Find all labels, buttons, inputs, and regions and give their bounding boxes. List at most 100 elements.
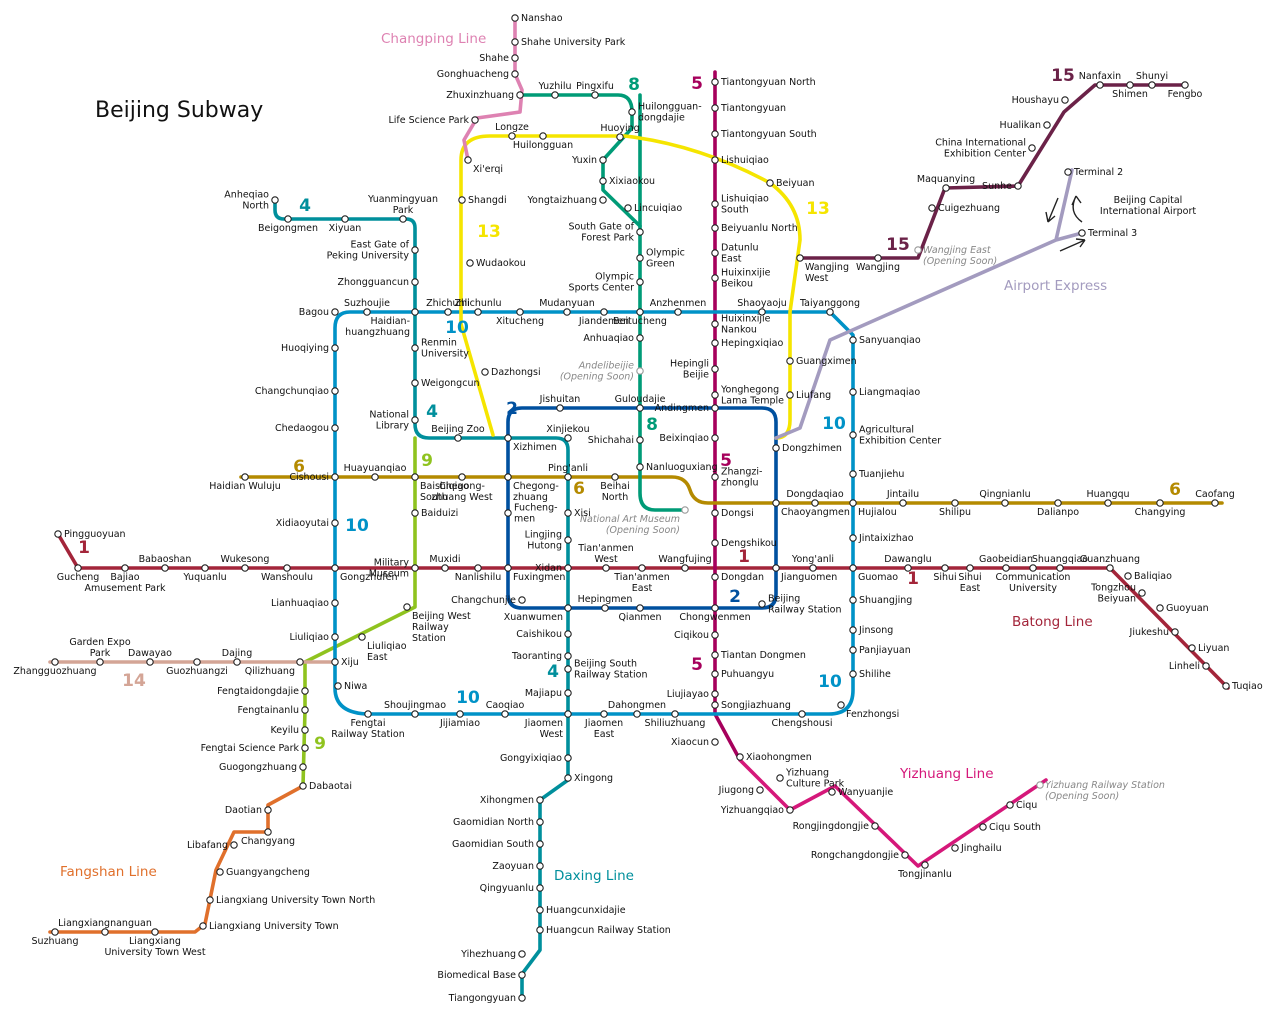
- station-wudaokou-marker[interactable]: [466, 259, 474, 267]
- station-gonghuacheng-marker[interactable]: [511, 70, 519, 78]
- station-xuanwumen-label[interactable]: Xuanwumen: [504, 612, 563, 623]
- station-jinsong-label[interactable]: Jinsong: [858, 625, 893, 636]
- station-zaoyuan-label[interactable]: Zaoyuan: [492, 861, 534, 872]
- station-huixinnk-marker[interactable]: [711, 320, 719, 328]
- station-liufang-label[interactable]: Liufang: [796, 390, 831, 401]
- station-niwa-marker[interactable]: [334, 682, 342, 690]
- station-beiyuan-label[interactable]: Beiyuan: [776, 178, 815, 189]
- station-sunhe-marker[interactable]: [1014, 182, 1022, 190]
- station-terminal2-label[interactable]: Terminal 2: [1073, 167, 1123, 178]
- station-changchunqiao-label[interactable]: Changchunqiao: [255, 386, 329, 397]
- station-qingnianlu-label[interactable]: Qingnianlu: [979, 489, 1030, 500]
- station-huangcunxidajie-label[interactable]: Huangcunxidajie: [546, 905, 626, 916]
- station-cishousi-marker[interactable]: [331, 473, 339, 481]
- station-fenzhongsi-marker[interactable]: [837, 701, 845, 709]
- station-yuxin-label[interactable]: Yuxin: [571, 155, 597, 166]
- station-qianmen-label[interactable]: Qianmen: [618, 612, 661, 623]
- station-dabaotai-marker[interactable]: [299, 782, 307, 790]
- station-tiantongyuannorth-marker[interactable]: [711, 78, 719, 86]
- station-chegongzhuangwest-label[interactable]: Chegong-zhuang West: [431, 481, 493, 503]
- station-yihezhuang-label[interactable]: Yihezhuang: [460, 949, 516, 960]
- station-guoyuan-marker[interactable]: [1156, 604, 1164, 612]
- station-lxnanguan-label[interactable]: Liangxiangnanguan: [58, 918, 152, 929]
- station-huilonggd-label[interactable]: Huilongguan-dongdajie: [638, 102, 702, 124]
- station-qingnianlu-marker[interactable]: [1001, 499, 1009, 507]
- station-shichahai-marker[interactable]: [636, 436, 644, 444]
- station-jintailu-label[interactable]: Jintailu: [886, 489, 919, 500]
- station-tuanjiehu-label[interactable]: Tuanjiehu: [858, 469, 904, 480]
- station-lingjing-marker[interactable]: [564, 536, 572, 544]
- station-ciqu-marker[interactable]: [1006, 801, 1014, 809]
- station-jianguomen-label[interactable]: Jianguomen: [780, 572, 837, 583]
- station-xihongmen-label[interactable]: Xihongmen: [480, 795, 534, 806]
- station-xizhimen-marker[interactable]: [504, 434, 512, 442]
- station-lxutw-marker[interactable]: [151, 928, 159, 936]
- station-hualikan-label[interactable]: Hualikan: [1000, 120, 1041, 131]
- station-chegongzhuang-label[interactable]: Chegong-zhuang: [513, 481, 559, 503]
- station-jiugong-label[interactable]: Jiugong: [718, 785, 754, 796]
- station-fengtainanlu-label[interactable]: Fengtainanlu: [237, 705, 299, 716]
- station-dengshikou-marker[interactable]: [711, 539, 719, 547]
- station-guloudajie-label[interactable]: Guloudajie: [615, 394, 666, 405]
- station-nanlishilu-marker[interactable]: [474, 564, 482, 572]
- station-beihainorth-marker[interactable]: [611, 473, 619, 481]
- station-terminal2-marker[interactable]: [1064, 168, 1072, 176]
- station-rongjingdongjie-marker[interactable]: [871, 822, 879, 830]
- station-zhuxinzhuang-marker[interactable]: [516, 91, 524, 99]
- station-dongsi-label[interactable]: Dongsi: [721, 508, 754, 519]
- station-renmin-marker[interactable]: [411, 344, 419, 352]
- station-keyilu-marker[interactable]: [301, 726, 309, 734]
- station-zhongguancun-marker[interactable]: [411, 278, 419, 286]
- station-nanfaxin-label[interactable]: Nanfaxin: [1079, 71, 1121, 82]
- station-daotian-label[interactable]: Daotian: [225, 805, 262, 816]
- station-liyuan-label[interactable]: Liyuan: [1198, 643, 1229, 654]
- station-yonganli-label[interactable]: Yong'anli: [791, 554, 834, 565]
- station-eastgatepku-marker[interactable]: [411, 246, 419, 254]
- station-chegongzhuang-marker[interactable]: [504, 473, 512, 481]
- station-babaoshan-marker[interactable]: [161, 564, 169, 572]
- station-hepingmen-marker[interactable]: [601, 604, 609, 612]
- station-pingxifu-marker[interactable]: [591, 91, 599, 99]
- station-fuchengmen-label[interactable]: Fucheng-men: [514, 503, 558, 525]
- station-jiandemen-label[interactable]: Jiandemen: [578, 316, 629, 327]
- station-pingguoyuan-marker[interactable]: [54, 530, 62, 538]
- station-rongchangdongjie-marker[interactable]: [901, 851, 909, 859]
- station-beijingzoo-marker[interactable]: [454, 434, 462, 442]
- station-huangcunxidajie-marker[interactable]: [536, 906, 544, 914]
- station-tiantongyuansouth-marker[interactable]: [711, 130, 719, 138]
- station-zhangzizhonglu-label[interactable]: Zhangzi-zhonglu: [721, 467, 762, 489]
- station-huangqu-marker[interactable]: [1104, 499, 1112, 507]
- station-guangximen-label[interactable]: Guangximen: [796, 356, 857, 367]
- station-caishikou-label[interactable]: Caishikou: [516, 629, 562, 640]
- station-fengbo-label[interactable]: Fengbo: [1168, 89, 1203, 100]
- station-beitucheng-label[interactable]: Beitucheng: [613, 316, 667, 327]
- station-rongchangdongjie-label[interactable]: Rongchangdongjie: [811, 850, 899, 861]
- station-changyang-label[interactable]: Changyang: [241, 836, 295, 847]
- station-shaheu-marker[interactable]: [511, 38, 519, 46]
- station-wanyuanjie-label[interactable]: Wanyuanjie: [838, 787, 893, 798]
- station-shunyi-marker[interactable]: [1148, 81, 1156, 89]
- station-beiyuan-marker[interactable]: [766, 179, 774, 187]
- station-huangqu-label[interactable]: Huangqu: [1086, 489, 1129, 500]
- station-tiantongyuannorth-label[interactable]: Tiantongyuan North: [720, 77, 816, 88]
- station-xiju-label[interactable]: Xiju: [341, 657, 359, 668]
- station-tiantongyuan-marker[interactable]: [711, 104, 719, 112]
- station-terminal3-label[interactable]: Terminal 3: [1087, 228, 1137, 239]
- station-fenzhongsi-label[interactable]: Fenzhongsi: [846, 709, 899, 720]
- station-tiangongyuan-label[interactable]: Tiangongyuan: [448, 993, 516, 1004]
- station-tiantandongmen-label[interactable]: Tiantan Dongmen: [720, 650, 806, 661]
- station-dabaotai-label[interactable]: Dabaotai: [309, 781, 352, 792]
- station-huoying-marker[interactable]: [616, 133, 624, 141]
- station-tongjinanlu-marker[interactable]: [921, 861, 929, 869]
- station-shuangjing-marker[interactable]: [849, 596, 857, 604]
- station-ciqusouth-label[interactable]: Ciqu South: [989, 822, 1041, 833]
- station-lincuiqiao-marker[interactable]: [624, 204, 632, 212]
- station-xierqi-label[interactable]: Xi'erqi: [473, 164, 503, 175]
- station-gaomidiansouth-label[interactable]: Gaomidian South: [452, 839, 534, 850]
- station-huoqiying-label[interactable]: Huoqiying: [281, 343, 329, 354]
- station-gonghuacheng-label[interactable]: Gonghuacheng: [437, 69, 509, 80]
